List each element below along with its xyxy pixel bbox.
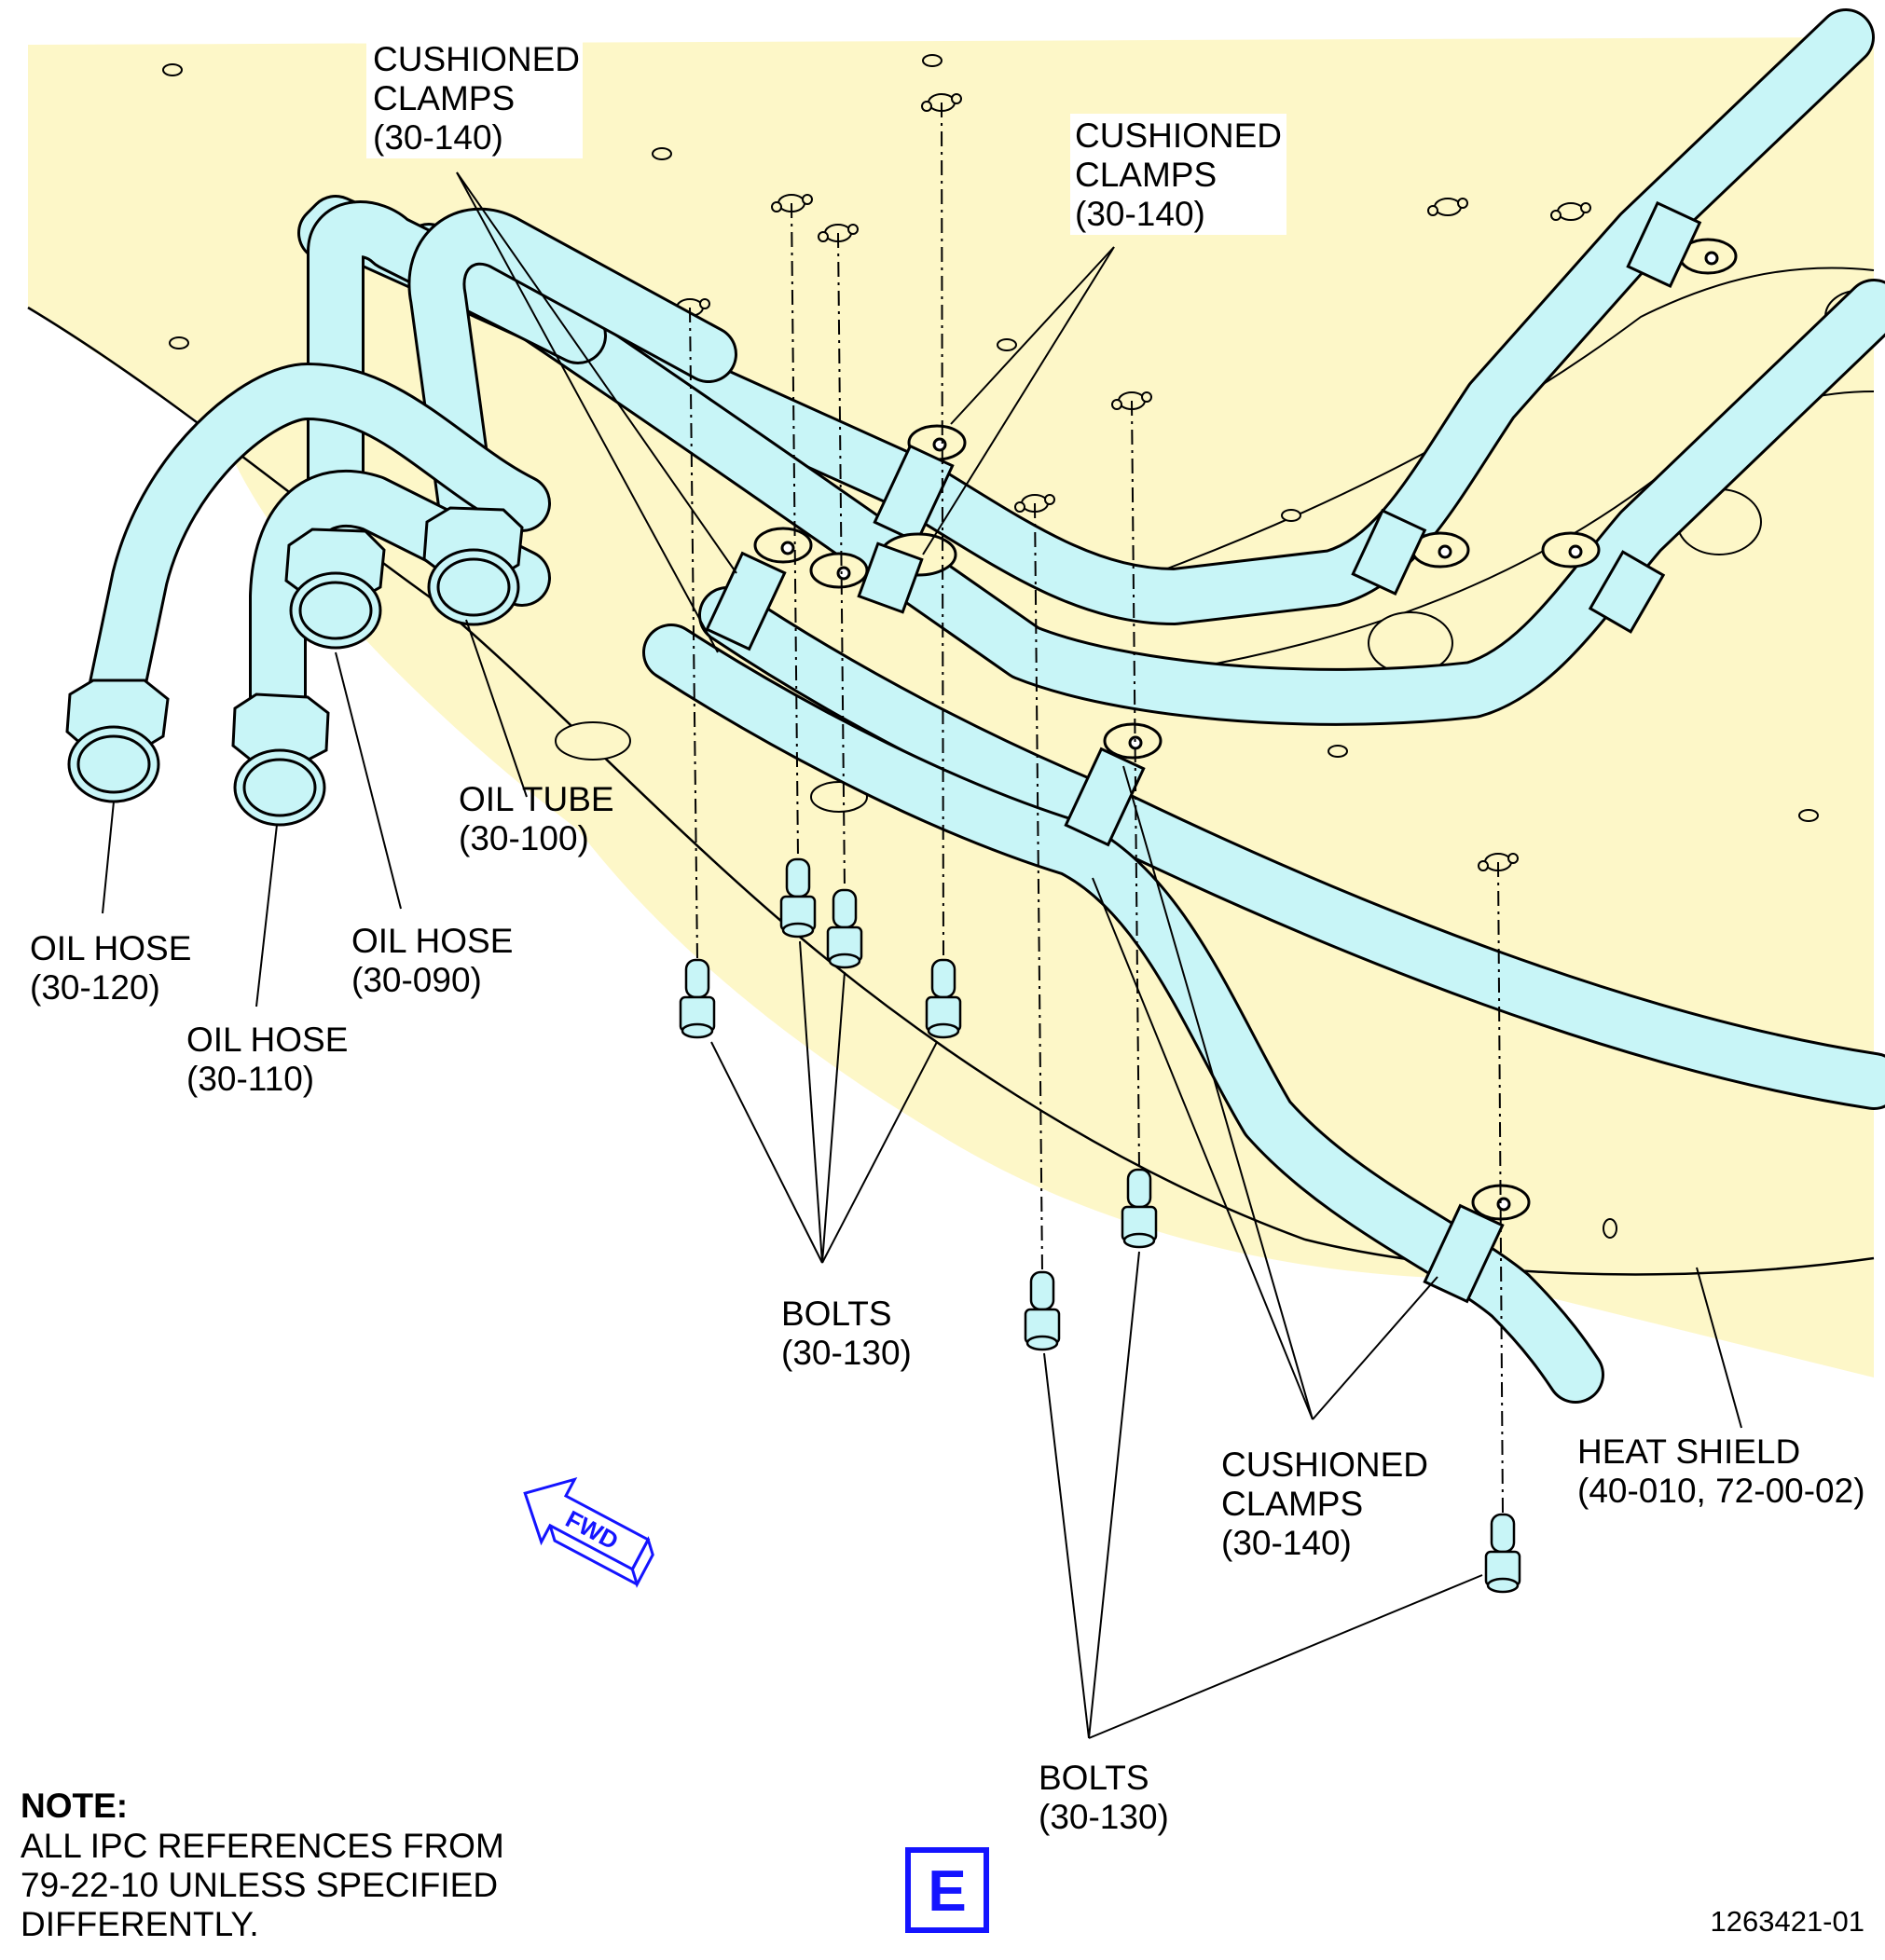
oil-tube-bundle xyxy=(88,8,1885,1404)
callout-cushioned-clamps-top-left: CUSHIONED CLAMPS (30-140) xyxy=(373,40,580,157)
callout-heat-shield: HEAT SHIELD (40-010, 72-00-02) xyxy=(1577,1432,1865,1510)
svg-text:ALL IPC REFERENCES FROM: ALL IPC REFERENCES FROM xyxy=(21,1827,504,1865)
bolt xyxy=(1484,1513,1521,1594)
svg-text:79-22-10 UNLESS SPECIFIED: 79-22-10 UNLESS SPECIFIED xyxy=(21,1866,498,1904)
bolt-centerlines xyxy=(689,102,1504,1515)
bolts xyxy=(679,857,1521,1594)
bolt xyxy=(1121,1168,1158,1249)
svg-text:OIL HOSE: OIL HOSE xyxy=(30,929,191,967)
callout-oil-hose-30-110: OIL HOSE (30-110) xyxy=(186,1021,348,1098)
svg-text:(40-010, 72-00-02): (40-010, 72-00-02) xyxy=(1577,1472,1865,1510)
label-bg xyxy=(1070,114,1286,235)
svg-text:(30-140): (30-140) xyxy=(373,118,503,157)
svg-text:CUSHIONED: CUSHIONED xyxy=(373,40,580,78)
bolt xyxy=(779,857,817,939)
svg-text:(30-130): (30-130) xyxy=(781,1334,912,1372)
bolt xyxy=(1024,1270,1061,1351)
callout-oil-hose-30-120: OIL HOSE (30-120) xyxy=(30,929,191,1007)
svg-text:CLAMPS: CLAMPS xyxy=(1075,156,1217,194)
view-letter-box: E xyxy=(905,1847,989,1933)
callout-bolts-upper: BOLTS (30-130) xyxy=(781,1295,912,1372)
svg-text:BOLTS: BOLTS xyxy=(1039,1759,1149,1797)
callout-oil-tube: OIL TUBE (30-100) xyxy=(459,780,614,857)
svg-text:E: E xyxy=(928,1859,966,1924)
fwd-direction-arrow: FWD xyxy=(523,1476,654,1588)
svg-text:(30-090): (30-090) xyxy=(351,961,482,999)
callout-bolts-lower: BOLTS (30-130) xyxy=(1039,1759,1169,1836)
leader-lines xyxy=(102,171,1742,1739)
svg-text:OIL HOSE: OIL HOSE xyxy=(186,1021,348,1059)
svg-text:CLAMPS: CLAMPS xyxy=(1221,1485,1363,1523)
callout-oil-hose-30-090: OIL HOSE (30-090) xyxy=(351,922,513,999)
svg-text:CLAMPS: CLAMPS xyxy=(373,79,515,117)
svg-text:(30-140): (30-140) xyxy=(1221,1524,1352,1562)
svg-text:CUSHIONED: CUSHIONED xyxy=(1075,117,1282,155)
svg-text:(30-120): (30-120) xyxy=(30,968,160,1007)
svg-text:DIFFERENTLY.: DIFFERENTLY. xyxy=(21,1905,259,1943)
svg-text:CUSHIONED: CUSHIONED xyxy=(1221,1446,1428,1484)
cushioned-clamps xyxy=(705,200,1738,1304)
bolt xyxy=(826,888,863,969)
bolt xyxy=(925,958,962,1039)
svg-text:(30-130): (30-130) xyxy=(1039,1798,1169,1836)
svg-text:(30-110): (30-110) xyxy=(186,1060,314,1098)
svg-text:(30-140): (30-140) xyxy=(1075,195,1205,233)
bolt xyxy=(679,958,716,1039)
note-block: NOTE: ALL IPC REFERENCES FROM 79-22-10 U… xyxy=(21,1787,504,1943)
svg-text:OIL TUBE: OIL TUBE xyxy=(459,780,614,818)
svg-text:BOLTS: BOLTS xyxy=(781,1295,892,1333)
callout-cushioned-clamps-bottom: CUSHIONED CLAMPS (30-140) xyxy=(1221,1446,1428,1562)
heat-shield-plate xyxy=(28,37,1874,1377)
svg-text:NOTE:: NOTE: xyxy=(21,1787,128,1825)
svg-text:HEAT SHIELD: HEAT SHIELD xyxy=(1577,1432,1800,1471)
figure-number: 1263421-01 xyxy=(1711,1905,1865,1938)
svg-text:OIL HOSE: OIL HOSE xyxy=(351,922,513,960)
callout-cushioned-clamps-top-right: CUSHIONED CLAMPS (30-140) xyxy=(1075,117,1282,233)
svg-text:(30-100): (30-100) xyxy=(459,819,589,857)
hex-fittings xyxy=(65,506,524,827)
heat-shield-contour xyxy=(1090,267,1875,597)
label-bg xyxy=(366,37,583,158)
